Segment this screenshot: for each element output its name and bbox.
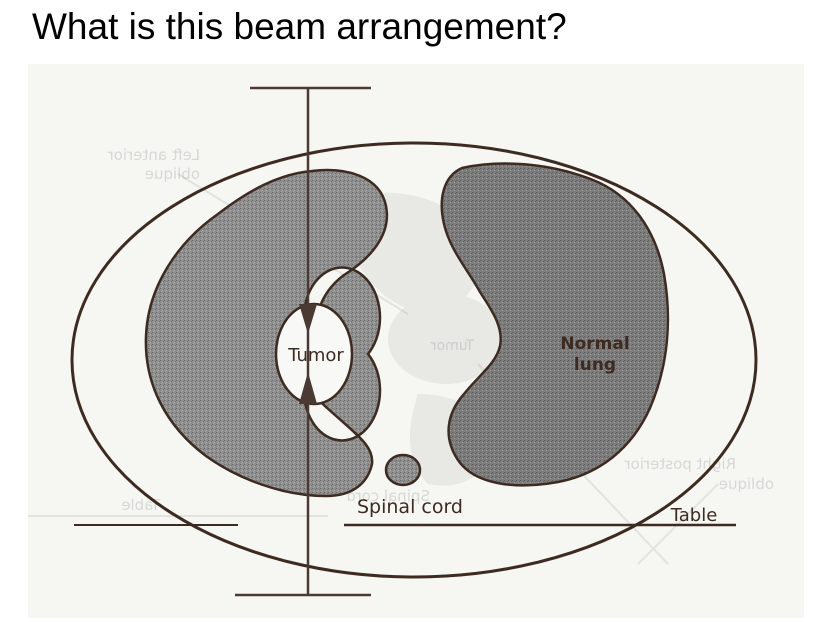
show-through-table: Table <box>121 496 161 514</box>
right-lung <box>440 162 670 487</box>
show-through-left-anterior-oblique-1: Left anterior <box>107 146 200 164</box>
spinal-cord-label: Spinal cord <box>357 496 463 518</box>
show-through-left-anterior-oblique-2: oblique <box>145 165 200 183</box>
beam-arrowhead-down <box>299 304 317 334</box>
body-outline <box>70 141 758 579</box>
show-through-right-posterior-oblique-2: oblique <box>719 475 774 493</box>
show-through-right-posterior-oblique-1: Right posterior <box>624 455 736 473</box>
table-label: Table <box>670 505 718 526</box>
spinal-cord <box>384 453 422 487</box>
normal-lung-label-line2: lung <box>574 355 616 375</box>
beam-arrowhead-up <box>299 372 317 404</box>
show-through-spinal-cord: Spinal cord <box>346 487 430 505</box>
slide-title: What is this beam arrangement? <box>32 6 567 47</box>
normal-lung-label-line1: Normal <box>560 334 629 354</box>
tumor-label: Tumor <box>287 345 344 366</box>
left-lung <box>144 168 389 498</box>
beam-arrangement-diagram: Left anterior oblique Right posterior ob… <box>28 64 804 618</box>
show-through-tumor: Tumor <box>430 338 475 354</box>
